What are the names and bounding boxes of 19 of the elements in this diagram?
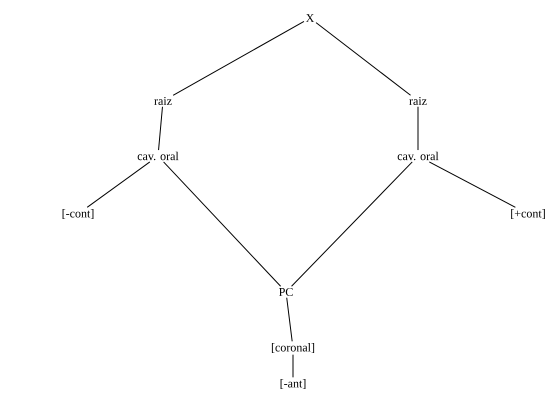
- feature-label: [-cont]: [62, 209, 94, 219]
- feature-label: raiz: [409, 96, 427, 106]
- branch-line: [291, 161, 413, 287]
- feature-label: PC: [279, 288, 293, 296]
- branch-line: [316, 22, 412, 96]
- branch-line: [172, 20, 304, 96]
- feature-label: [+cont]: [511, 209, 545, 219]
- feature-label: [-ant]: [280, 379, 306, 389]
- branch-line: [163, 161, 282, 287]
- branch-line: [428, 161, 516, 208]
- branch-line: [158, 106, 163, 151]
- feature-label: [coronal]: [272, 343, 314, 353]
- feature-label: cav. oral: [398, 152, 439, 160]
- branch-line: [292, 354, 294, 378]
- branch-line: [86, 161, 150, 208]
- feature-label: raiz: [154, 96, 172, 106]
- feature-label: cav. oral: [138, 152, 179, 160]
- branch-line: [286, 297, 293, 342]
- feature-label: X: [306, 14, 314, 22]
